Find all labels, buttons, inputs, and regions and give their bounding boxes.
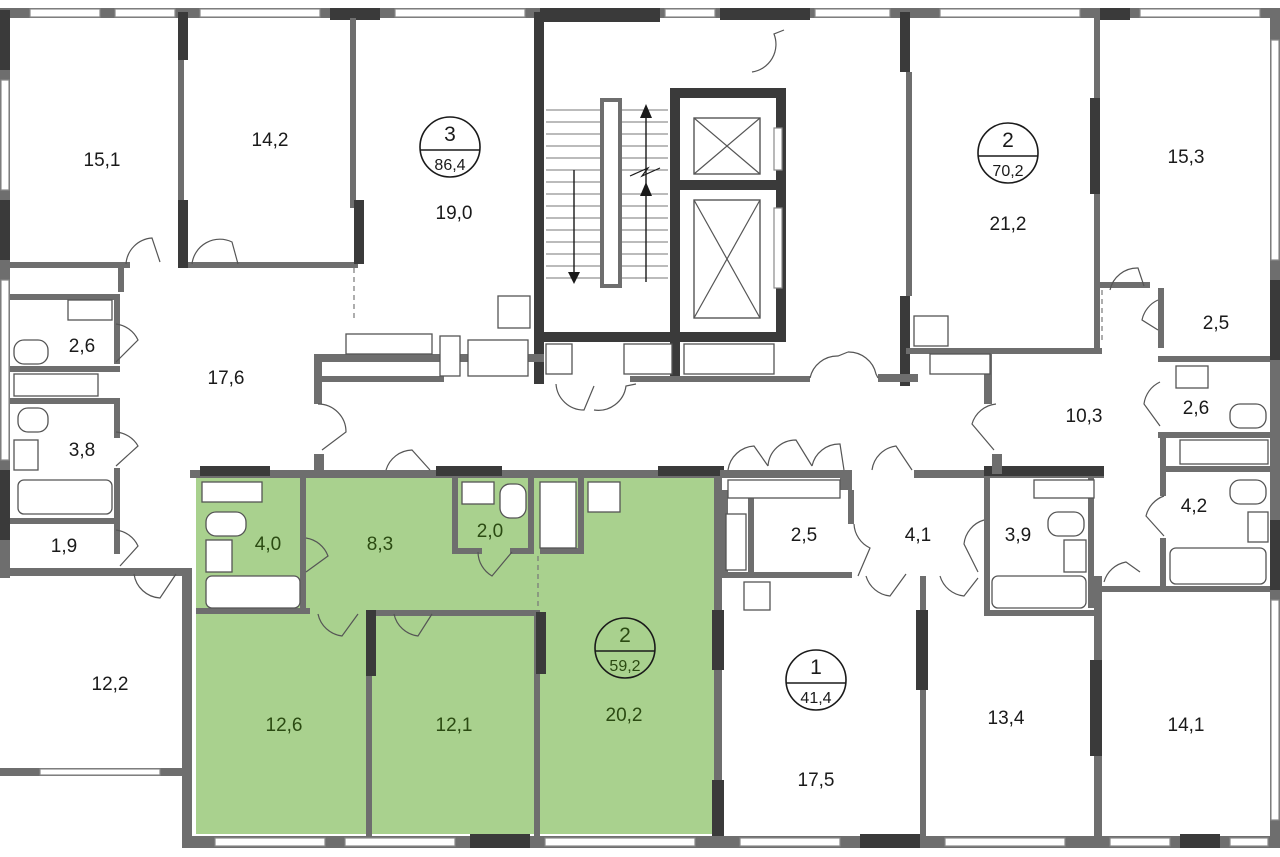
room-labels: 15,1 14,2 19,0 21,2 15,3 2,6 17,6 3,8 1,…	[51, 130, 1229, 791]
apartment-rooms-3: 3	[444, 123, 456, 146]
room-area-3-9: 3,9	[1005, 525, 1031, 546]
room-area-20-2: 20,2	[606, 705, 643, 726]
apartment-rooms-1: 1	[810, 656, 822, 679]
room-area-15-1: 15,1	[84, 150, 121, 171]
room-area-1-9: 1,9	[51, 536, 77, 557]
apartment-area-1: 41,4	[800, 690, 831, 707]
room-area-13-4: 13,4	[988, 708, 1025, 729]
room-area-17-5: 17,5	[798, 770, 835, 791]
room-area-2-6-left: 2,6	[69, 336, 95, 357]
apartment-area-3: 86,4	[434, 157, 465, 174]
room-area-15-3: 15,3	[1168, 147, 1205, 168]
apartment-badge-2-green[interactable]: 2 59,2	[594, 617, 656, 679]
room-area-21-2: 21,2	[990, 214, 1027, 235]
room-area-2-6-right: 2,6	[1183, 398, 1209, 419]
room-area-12-2: 12,2	[92, 674, 129, 695]
apartment-area-2-green: 59,2	[609, 658, 640, 675]
apartment-rooms-2-green: 2	[619, 624, 631, 647]
room-area-4-0: 4,0	[255, 534, 281, 555]
room-area-17-6: 17,6	[208, 368, 245, 389]
apartment-badge-3[interactable]: 3 86,4	[419, 116, 481, 178]
room-area-3-8: 3,8	[69, 440, 95, 461]
room-area-8-3: 8,3	[367, 534, 393, 555]
stair-core	[546, 98, 783, 319]
apartment-badge-2-top[interactable]: 2 70,2	[977, 122, 1039, 184]
room-area-2-0: 2,0	[477, 521, 503, 542]
room-area-2-5-mid: 2,5	[791, 525, 817, 546]
doors	[115, 29, 1165, 637]
windows	[0, 8, 1280, 847]
room-area-12-1: 12,1	[436, 715, 473, 736]
room-area-4-1: 4,1	[905, 525, 931, 546]
apartment-area-2-top: 70,2	[992, 163, 1023, 180]
room-area-14-2: 14,2	[252, 130, 289, 151]
room-area-14-1: 14,1	[1168, 715, 1205, 736]
fixtures	[13, 295, 1269, 611]
room-area-10-3: 10,3	[1066, 406, 1103, 427]
room-area-12-6: 12,6	[266, 715, 303, 736]
room-area-4-2: 4,2	[1181, 496, 1207, 517]
elevator-large-icon	[693, 199, 761, 319]
elevator-small-icon	[693, 117, 761, 175]
apartment-badge-1[interactable]: 1 41,4	[785, 649, 847, 711]
room-area-19-0: 19,0	[436, 203, 473, 224]
stair-arrow-icon	[568, 104, 661, 284]
room-area-2-5-right: 2,5	[1203, 313, 1229, 334]
apartment-rooms-2-top: 2	[1002, 129, 1014, 152]
